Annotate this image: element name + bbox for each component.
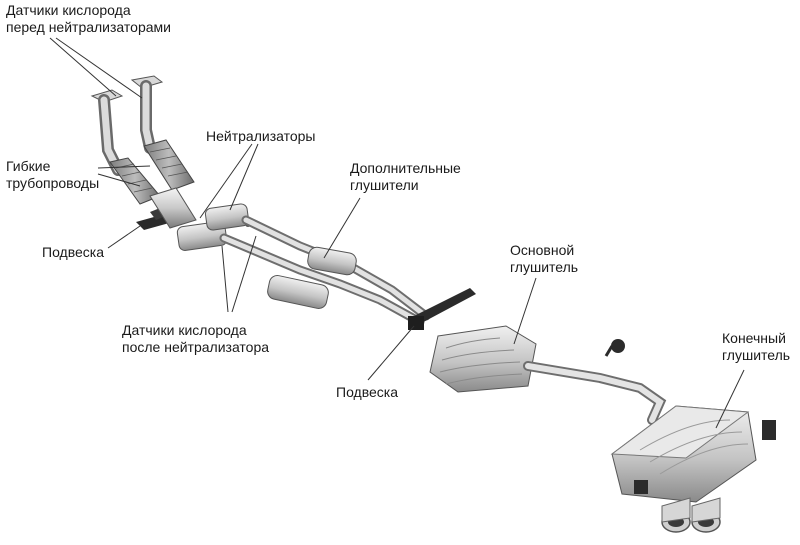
main-muffler — [429, 325, 537, 393]
tailpipes — [661, 497, 721, 533]
leader-main — [513, 277, 537, 345]
label-o2-before: Датчики кислорода перед нейтрализаторами — [6, 2, 171, 35]
leader-o2-after-1 — [221, 245, 229, 313]
mid-hanger — [408, 288, 476, 330]
catalysts — [149, 187, 251, 251]
leader-o2-after-2 — [231, 235, 257, 313]
label-catalysts: Нейтрализаторы — [206, 128, 316, 144]
leader-o2-before-1 — [49, 37, 117, 97]
leader-catalysts-2 — [229, 143, 259, 211]
leader-flex-1 — [97, 173, 141, 187]
flex-pipes — [109, 139, 195, 205]
label-flex-pipes: Гибкие трубопроводы — [6, 158, 100, 191]
leader-flex-2 — [97, 165, 151, 169]
label-main-muffler: Основной глушитель — [510, 242, 579, 275]
leader-end — [715, 369, 745, 429]
label-end-muffler: Конечный глушитель — [722, 330, 791, 363]
label-aux-mufflers: Дополнительные глушители — [350, 160, 461, 193]
end-muffler — [610, 405, 776, 533]
leader-hanger-front — [107, 225, 141, 249]
leader-catalysts-1 — [199, 143, 253, 219]
label-hanger-front: Подвеска — [42, 244, 104, 260]
rear-pipe — [523, 339, 667, 425]
leader-hanger-mid — [367, 325, 415, 381]
leader-o2-before-2 — [55, 37, 143, 99]
label-hanger-mid: Подвеска — [336, 384, 398, 400]
aux-mufflers — [267, 246, 357, 309]
label-o2-after: Датчики кислорода после нейтрализатора — [122, 322, 270, 355]
leader-aux — [323, 197, 361, 259]
leader-lines — [49, 37, 745, 429]
